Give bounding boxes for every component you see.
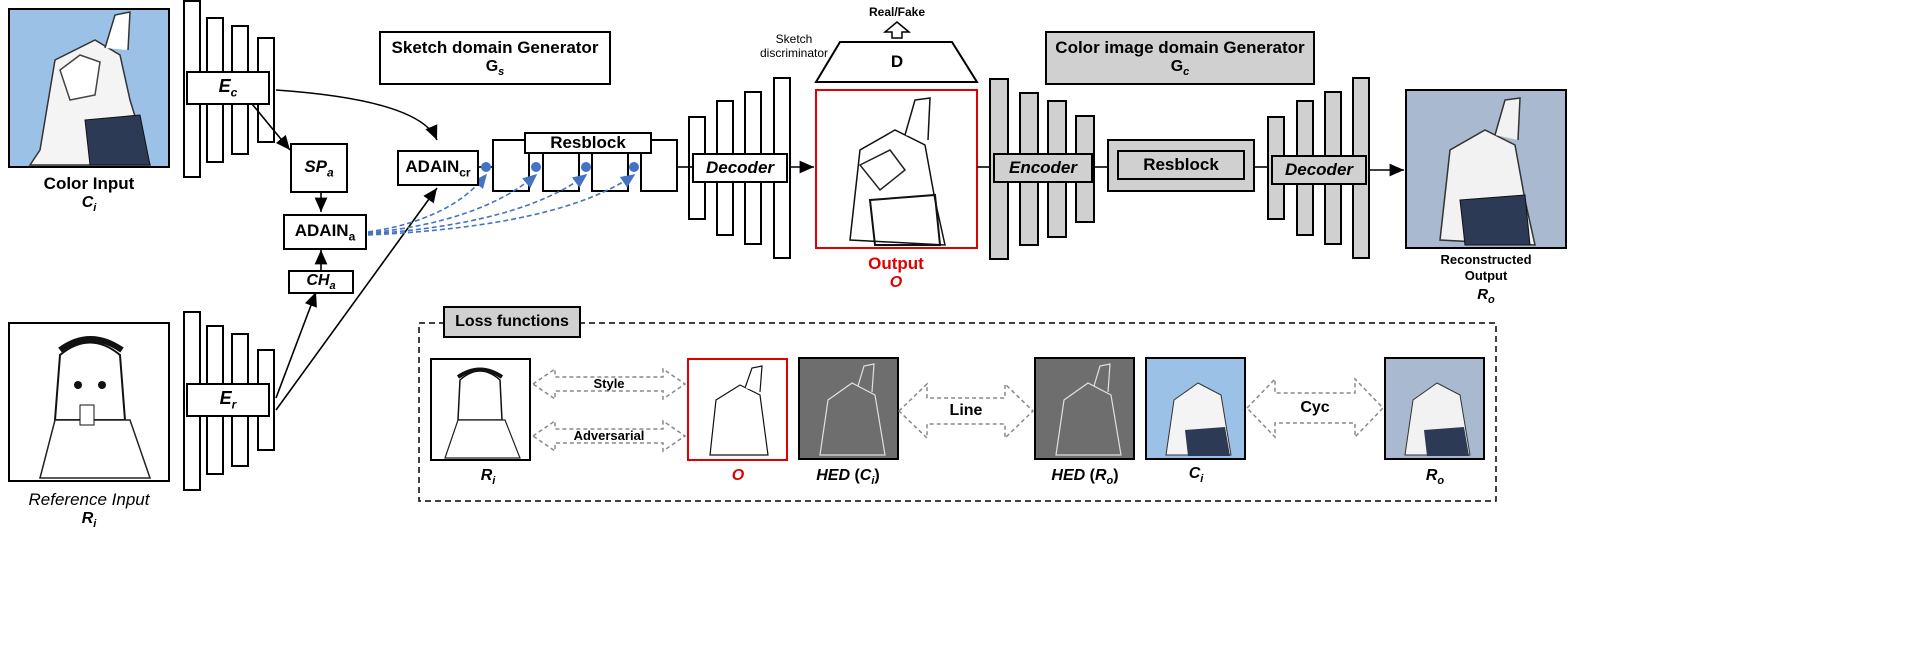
loss-ci-image [1145, 357, 1246, 460]
loss-hed-ci-label: HED (Ci) [816, 467, 880, 488]
loss-ro-label: Ro [1425, 467, 1445, 488]
loss-functions-panel [418, 322, 1497, 502]
er-box: Er [186, 383, 270, 417]
color-input-image [8, 8, 170, 168]
reference-input-label: Reference Input [28, 490, 150, 509]
output-sketch-image [815, 89, 978, 249]
cyc-loss-label: Cyc [1300, 399, 1330, 416]
loss-double-arrows [531, 367, 1385, 453]
connection-arrows [251, 89, 1404, 411]
adversarial-loss-label: Adversarial [573, 428, 645, 443]
encoder-2-label: Encoder [993, 153, 1093, 183]
resblock-1-label: Resblock [524, 132, 652, 154]
loss-o-label: O [731, 467, 745, 484]
decoder-2-label: Decoder [1271, 155, 1367, 185]
loss-ri-label: Ri [480, 467, 496, 488]
loss-ro-image [1384, 357, 1485, 460]
reconstructed-output-symbol: Ro [1477, 286, 1495, 306]
adain-dashed-connectors [367, 173, 636, 236]
sketch-generator-box: Sketch domain Generator Gs [379, 31, 611, 85]
decoder-1-label: Decoder [692, 153, 788, 183]
color-input-symbol: Ci [81, 194, 97, 215]
loss-ci-label: Ci [1188, 465, 1204, 486]
loss-o-image [687, 358, 788, 461]
adain-injection-points [481, 162, 639, 172]
loss-functions-title: Loss functions [443, 306, 581, 338]
color-input-label: Color Input [43, 174, 135, 193]
cha-box: CHa [288, 270, 354, 294]
adain-cr-box: ADAINcr [397, 150, 479, 186]
discriminator-label: Sketch discriminator [759, 32, 829, 60]
reference-input-symbol: Ri [81, 510, 97, 531]
reconstructed-output-image [1405, 89, 1567, 249]
reconstructed-output-label: Reconstructed Output [1440, 252, 1532, 283]
style-loss-label: Style [593, 376, 625, 391]
discriminator-symbol: D [890, 52, 904, 71]
loss-hed-ro-image [1034, 357, 1135, 460]
line-loss-label: Line [949, 402, 983, 419]
loss-hed-ro-label: HED (Ro) [1051, 467, 1119, 488]
resblock-2-label: Resblock [1117, 150, 1245, 180]
output-label: Output [868, 254, 924, 273]
real-fake-label: Real/Fake [868, 5, 926, 19]
loss-ri-image [430, 358, 531, 461]
discriminator-block [814, 41, 979, 83]
output-symbol: O [889, 274, 903, 291]
spa-box: SPa [290, 143, 348, 193]
adain-a-box: ADAINa [283, 214, 367, 250]
loss-hed-ci-image [798, 357, 899, 460]
color-generator-box: Color image domain Generator Gc [1045, 31, 1315, 85]
real-fake-arrow [882, 21, 912, 39]
reference-input-image [8, 322, 170, 482]
ec-box: Ec [186, 71, 270, 105]
